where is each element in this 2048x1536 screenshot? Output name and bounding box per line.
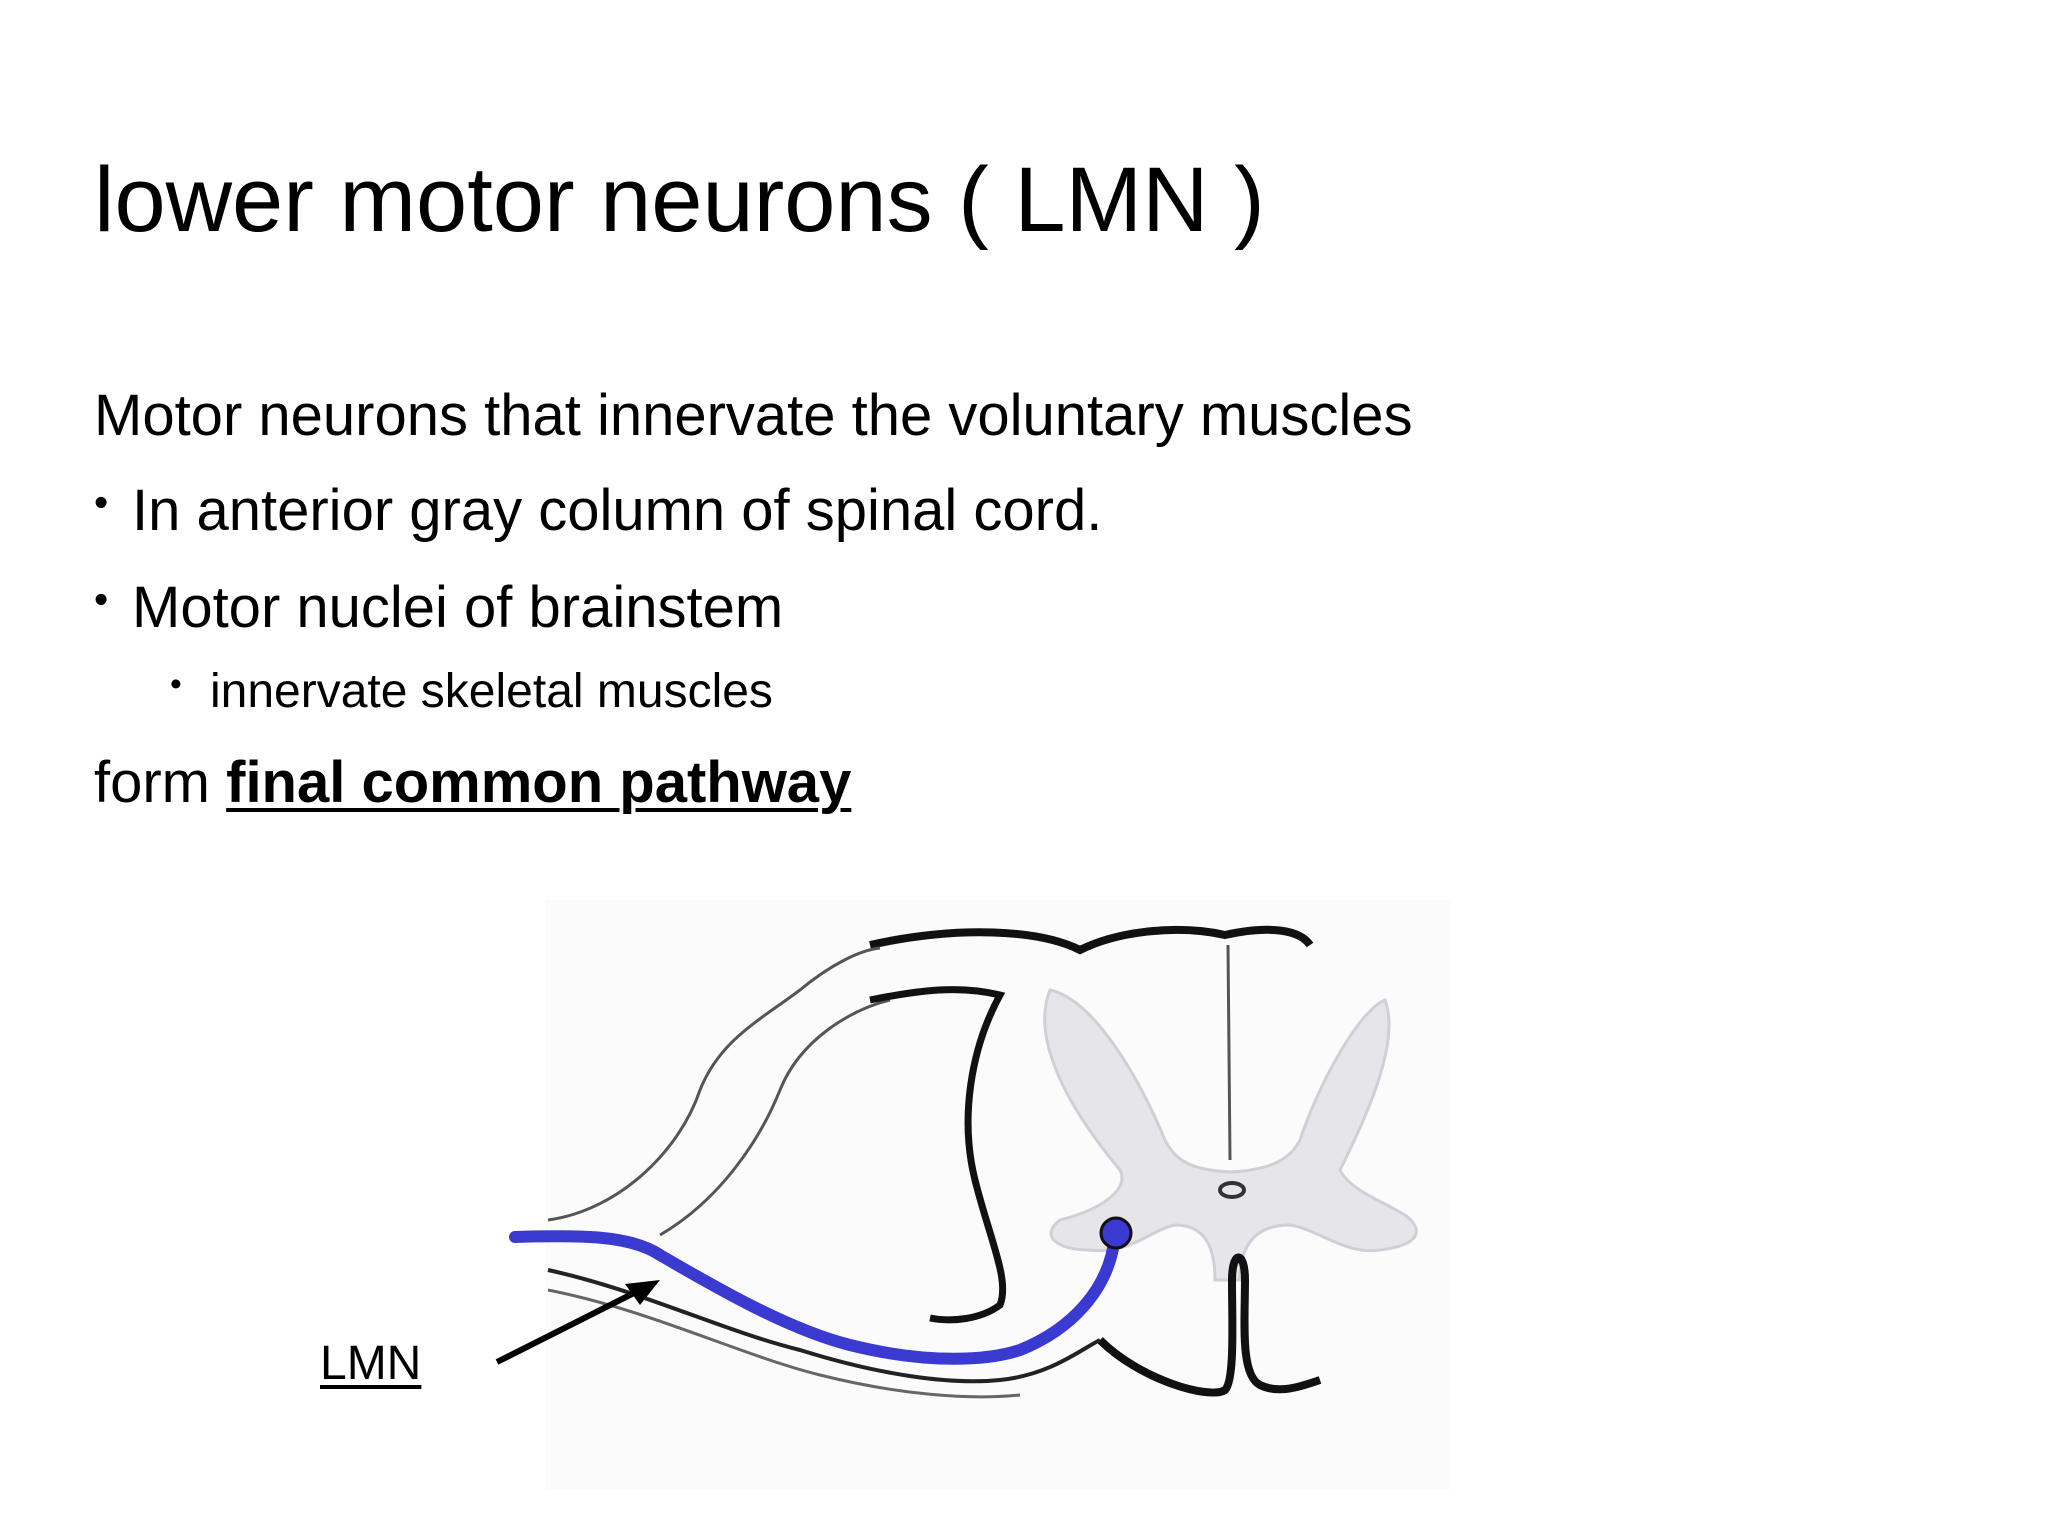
anterior-fissure	[1097, 1253, 1322, 1397]
dorsal-root-outline	[547, 946, 881, 1222]
dorsal-root-inner	[659, 998, 891, 1237]
bullet-text: In anterior gray column of spinal cord.	[132, 478, 1103, 543]
sub-bullet-text: innervate skeletal muscles	[210, 665, 773, 718]
bullet-text: Motor nuclei of brainstem	[132, 575, 784, 640]
bullet-item: • Motor nuclei of brainstem	[94, 575, 783, 642]
bullet-item: • In anterior gray column of spinal cord.	[94, 478, 1102, 545]
ventral-root-outline-2	[547, 1288, 1021, 1399]
lmn-label: LMN	[320, 1337, 422, 1390]
intro-text: Motor neurons that innervate the volunta…	[94, 383, 1413, 448]
cord-outline	[869, 925, 1314, 955]
lmn-cell-body	[1099, 1216, 1133, 1250]
bullet-icon: •	[170, 666, 182, 704]
lmn-arrow-head-icon	[625, 1280, 660, 1305]
slide-title: lower motor neurons ( LMN )	[94, 149, 1265, 251]
central-canal	[1218, 1181, 1246, 1199]
bullet-icon: •	[94, 478, 109, 525]
ventral-root-outline	[547, 1268, 1101, 1384]
white-matter-boundary	[869, 986, 1007, 1324]
lmn-pointer-line	[495, 1287, 642, 1365]
lmn-axon	[509, 1229, 1121, 1365]
bullet-icon: •	[94, 575, 109, 622]
median-septum	[1226, 944, 1232, 1161]
gray-matter	[1043, 988, 1418, 1282]
form-prefix: form	[94, 750, 227, 815]
form-line: form final common pathway	[94, 750, 851, 817]
final-common-pathway: final common pathway	[226, 750, 852, 815]
sub-bullet-item: • innervate skeletal muscles	[170, 664, 773, 719]
